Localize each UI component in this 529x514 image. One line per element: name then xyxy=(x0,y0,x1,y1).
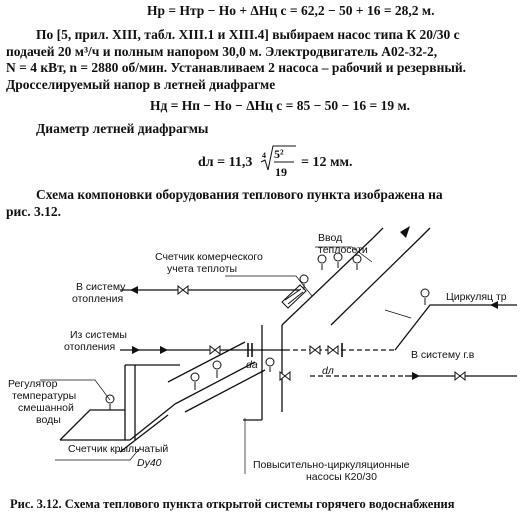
leader-lines xyxy=(40,246,430,474)
gauge-icon xyxy=(333,252,343,262)
label-vvod: Ввод xyxy=(318,232,342,244)
inlet-return-pipe xyxy=(330,237,421,326)
equation-pump-head: Hр = Hтр − Hо + ΔHц с = 62,2 − 50 + 16 =… xyxy=(147,3,435,18)
label-vvod-2: теплосети xyxy=(318,244,368,256)
text-line: N = 4 кВт, n = 2880 об/мин. Устанавливае… xyxy=(6,60,467,75)
arrow-icon xyxy=(490,301,498,309)
equation-diaphragm-diameter: dл = 11,3 4 5² 19 = 12 мм. xyxy=(198,145,353,179)
gauge-icon xyxy=(212,360,222,370)
valve-icon xyxy=(454,370,466,382)
pump-line-1 xyxy=(174,361,256,405)
label-regulator-4: воды xyxy=(36,414,61,426)
formula-rhs: = 12 мм. xyxy=(301,155,353,170)
arrow-icon xyxy=(412,372,420,380)
paragraph-diaphragm-diameter: Диаметр летней диафрагмы xyxy=(36,121,209,136)
arrow-icon xyxy=(130,286,138,294)
label-counter: Счетчик комерческого xyxy=(155,251,263,263)
pipe-network xyxy=(59,227,517,453)
equation-throttled-head: Hд = Hп − Hо − ΔHц с = 85 − 50 − 16 = 19… xyxy=(150,98,411,113)
text-line: По [5, прил. XIII, табл. XIII.1 и XIII.4… xyxy=(36,27,460,42)
gauge-icon xyxy=(190,372,200,382)
label-pumps: Повысительно-циркуляционные xyxy=(253,459,410,471)
label-counter-2: учета теплоты xyxy=(167,263,237,275)
pump-line-2 xyxy=(184,369,266,413)
heat-meter-block xyxy=(281,284,307,309)
label-regulator-3: смешанной xyxy=(18,402,74,414)
valve-icon xyxy=(209,344,221,356)
text-line: Дросселируемый напор в летней диафрагме xyxy=(6,76,276,92)
diagram-labels: Ввод теплосети Счетчик комерческого учет… xyxy=(8,232,507,483)
inlet-supply-pipe xyxy=(281,237,374,326)
valve-icon xyxy=(327,344,339,356)
label-dl: dл xyxy=(322,365,334,377)
label-to-hot-water: В систему г.в xyxy=(411,349,475,361)
gauge-icon xyxy=(265,357,275,367)
label-pumps-2: насосы К20/30 xyxy=(306,471,377,483)
gauge-icon xyxy=(317,254,327,264)
root-index: 4 xyxy=(262,151,266,160)
gauge-icon xyxy=(299,274,309,284)
arrow-icon xyxy=(160,346,168,354)
gauges xyxy=(105,252,430,410)
paragraph-pump-selection: По [5, прил. XIII, табл. XIII.1 и XIII.4… xyxy=(6,27,526,93)
formula-lhs: dл = 11,3 xyxy=(198,155,252,170)
fraction-denominator: 19 xyxy=(275,165,287,179)
label-from-heating-2: отопления xyxy=(64,341,115,353)
valve-icon xyxy=(309,344,321,356)
valve-icon xyxy=(177,284,189,296)
paragraph-scheme-line-2: рис. 3.12. xyxy=(6,204,61,219)
figure-caption: Рис. 3.12. Схема теплового пункта открыт… xyxy=(10,497,455,511)
label-dy40: Dy40 xyxy=(137,457,162,469)
arrow-icon xyxy=(400,226,410,238)
label-da: dа xyxy=(246,359,258,371)
label-to-heating-2: отопления xyxy=(72,293,123,305)
label-regulator-2: температуры xyxy=(12,390,76,402)
diaphragms xyxy=(247,343,343,357)
label-to-heating: В систему xyxy=(76,281,126,293)
paragraph-scheme-line-1: Схема компоновки оборудования теплового … xyxy=(36,187,443,202)
valve-icon xyxy=(279,370,291,382)
label-from-heating: Из системы xyxy=(70,329,127,341)
gauge-icon xyxy=(420,288,430,298)
label-regulator: Регулятор xyxy=(8,378,58,390)
flow-arrows xyxy=(130,226,498,380)
label-circulation: Циркуляц тр xyxy=(446,291,507,303)
label-vane-counter: Счетчик крыльчатый xyxy=(68,443,168,455)
fraction-numerator: 5² xyxy=(274,147,284,161)
circulation-line xyxy=(394,304,517,351)
text-line: подачей 20 м³/ч и полным напором 30,0 м.… xyxy=(6,43,438,59)
valves xyxy=(177,284,466,382)
arrow-icon xyxy=(132,346,140,354)
gauge-icon xyxy=(352,254,362,264)
